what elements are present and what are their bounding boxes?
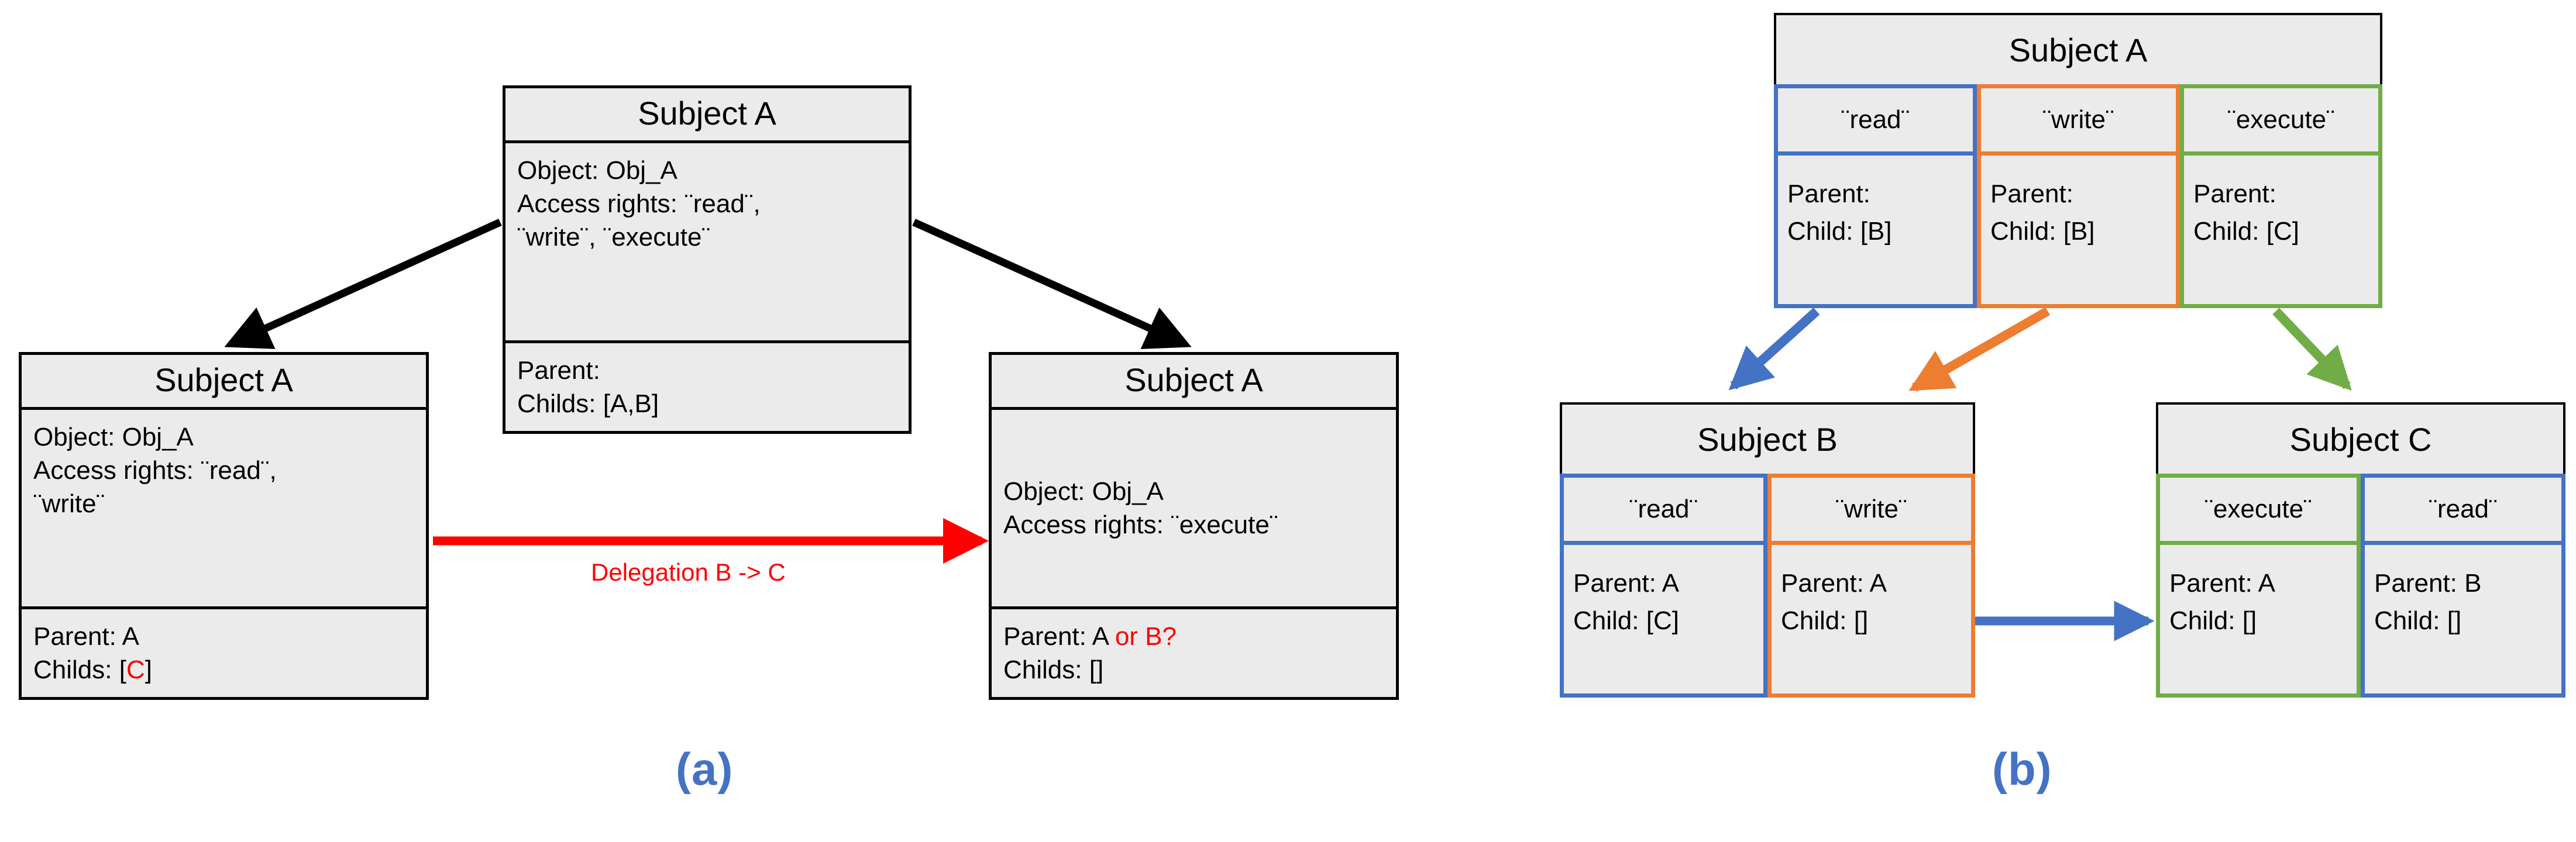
panel-a-right-box-title: Subject A [992,355,1396,410]
arrow-a-read-to-b [1728,308,1820,391]
parent-line: Parent: [517,356,600,385]
arrow-a-write-to-b [1908,307,2050,392]
right-cell-execute: ¨execute¨ Parent: Child: [C] [2180,84,2382,308]
right-label: ¨write¨ [1977,84,2180,156]
panel-b-subject-c-title: Subject C [2156,402,2565,474]
right-relations: Parent: Child: [B] [1774,156,1977,308]
panel-b-subject-a-columns: ¨read¨ Parent: Child: [B] ¨write¨ Parent… [1774,84,2382,308]
panel-a-top-box: Subject A Object: Obj_A Access rights: ¨… [503,85,912,434]
right-cell-write: ¨write¨ Parent: Child: [B] [1977,84,2180,308]
arrow-a-execute-to-c [2272,308,2352,391]
access-rights-line-2: ¨write¨, ¨execute¨ [517,223,711,252]
childs-line: Childs: [] [1003,655,1104,684]
right-label: ¨execute¨ [2180,84,2382,156]
access-rights-line-1: Access rights: ¨read¨, [517,189,761,218]
arrow-top-to-right [912,219,1192,350]
panel-a-right-box-relations: Parent: A or B? Childs: [] [992,609,1396,697]
right-relations: Parent: A Child: [] [2156,545,2361,698]
right-label: ¨read¨ [2361,474,2565,545]
panel-a-top-box-title: Subject A [505,88,909,143]
child-line: Child: [B] [1787,216,1892,246]
parent-line: Parent: B [2374,569,2482,598]
panel-b-subject-c-columns: ¨execute¨ Parent: A Child: [] ¨read¨ Par… [2156,474,2565,698]
child-line: Child: [] [2169,606,2257,635]
panel-b-subject-c-box: Subject C ¨execute¨ Parent: A Child: [] … [2156,402,2565,698]
parent-highlight: or B? [1115,622,1177,651]
right-relations: Parent: A Child: [] [1767,545,1975,698]
access-rights-line-1: Access rights: ¨read¨, [33,455,277,485]
parent-prefix: Parent: A [1003,622,1115,651]
parent-line: Parent: A or B? [1003,620,1384,653]
object-line: Object: Obj_A [517,156,677,185]
parent-line: Parent: A [2169,569,2276,598]
parent-line: Parent: [1990,180,2073,208]
right-label: ¨read¨ [1774,84,1977,156]
parent-line: Parent: A [1573,569,1680,598]
panel-b-subject-a-box: Subject A ¨read¨ Parent: Child: [B] ¨wri… [1774,13,2382,308]
child-line: Child: [C] [2193,216,2299,246]
parent-line: Parent: [2193,180,2276,208]
panel-a-top-box-relations: Parent: Childs: [A,B] [505,343,909,431]
childs-suffix: ] [145,655,152,684]
right-relations: Parent: Child: [B] [1977,156,2180,308]
parent-line: Parent: A [33,622,140,651]
right-label: ¨read¨ [1560,474,1767,545]
child-line: Child: [C] [1573,606,1679,635]
child-line: Child: [] [2374,606,2462,635]
child-line: Child: [B] [1990,216,2095,246]
panel-a-left-box-title: Subject A [22,355,426,410]
parent-line: Parent: A [1781,569,1887,598]
panel-a-right-box: Subject A Object: Obj_A Access rights: ¨… [989,352,1399,700]
panel-label-a: (a) [676,743,734,795]
panel-a-left-box-relations: Parent: A Childs: [C] [22,609,426,697]
panel-b-subject-b-columns: ¨read¨ Parent: A Child: [C] ¨write¨ Pare… [1560,474,1975,698]
childs-value-highlight: C [126,655,145,684]
panel-b-subject-b-box: Subject B ¨read¨ Parent: A Child: [C] ¨w… [1560,402,1975,698]
right-relations: Parent: A Child: [C] [1560,545,1767,698]
panel-a-right-box-attributes: Object: Obj_A Access rights: ¨execute¨ [992,410,1396,609]
panel-b-subject-a-title: Subject A [1774,13,2382,84]
access-rights-line-2: ¨write¨ [33,489,105,519]
childs-prefix: Childs: [ [33,655,126,684]
right-cell-write: ¨write¨ Parent: A Child: [] [1767,474,1975,698]
right-label: ¨execute¨ [2156,474,2361,545]
right-cell-read: ¨read¨ Parent: Child: [B] [1774,84,1977,308]
child-line: Child: [] [1781,606,1869,635]
right-cell-read: ¨read¨ Parent: B Child: [] [2361,474,2565,698]
panel-a-left-box: Subject A Object: Obj_A Access rights: ¨… [19,352,429,700]
panel-label-b: (b) [1992,743,2052,795]
right-relations: Parent: Child: [C] [2180,156,2382,308]
right-label: ¨write¨ [1767,474,1975,545]
childs-line: Childs: [C] [33,653,414,686]
panel-a-left-box-attributes: Object: Obj_A Access rights: ¨read¨, ¨wr… [22,410,426,609]
delegation-arrow-label: Delegation B -> C [591,558,786,586]
arrow-top-to-left [224,219,502,349]
object-line: Object: Obj_A [1003,477,1164,506]
access-rights-line-1: Access rights: ¨execute¨ [1003,510,1278,539]
right-relations: Parent: B Child: [] [2361,545,2565,698]
childs-line: Childs: [A,B] [517,389,659,418]
panel-b-subject-b-title: Subject B [1560,402,1975,474]
object-line: Object: Obj_A [33,422,194,451]
right-cell-read: ¨read¨ Parent: A Child: [C] [1560,474,1767,698]
parent-line: Parent: [1787,180,1870,208]
right-cell-execute: ¨execute¨ Parent: A Child: [] [2156,474,2361,698]
panel-a-top-box-attributes: Object: Obj_A Access rights: ¨read¨, ¨wr… [505,143,909,343]
